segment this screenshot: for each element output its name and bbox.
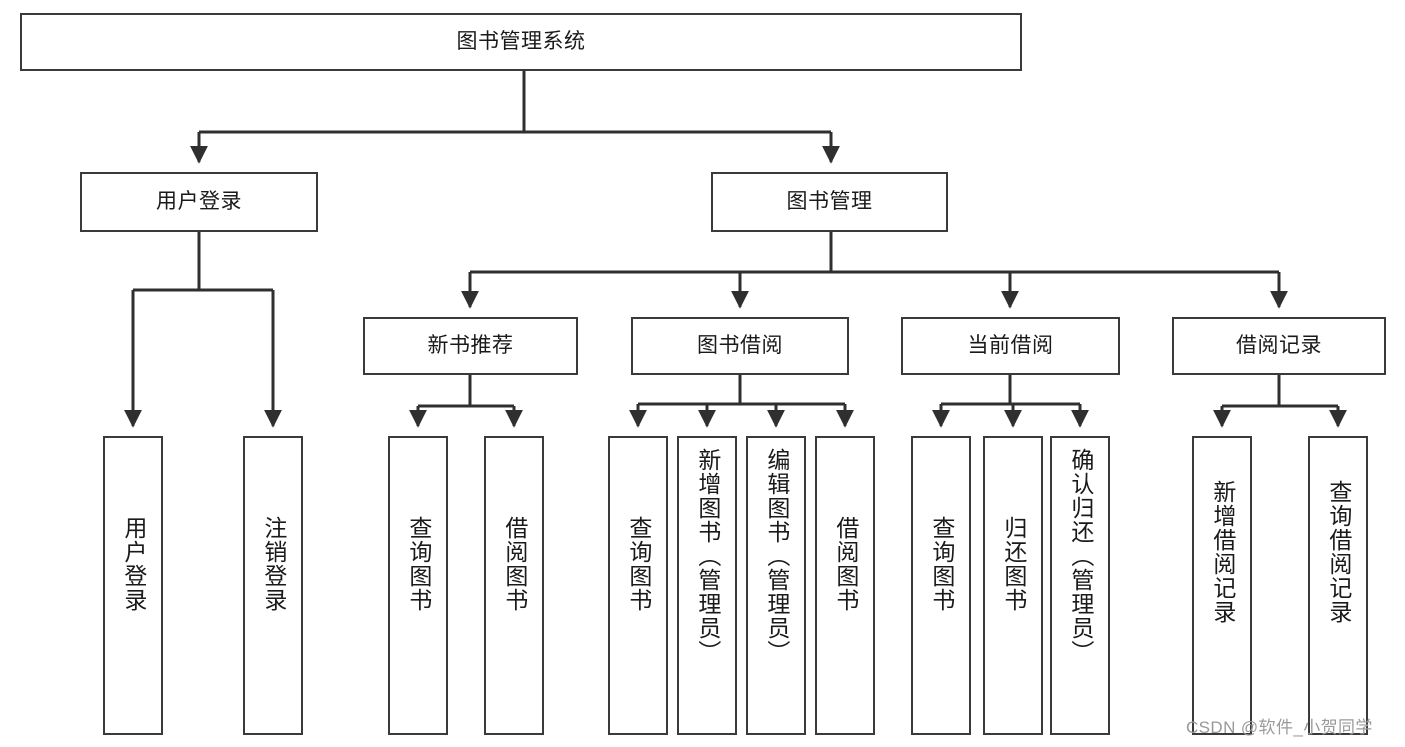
node-leaf-query-book-recommend[interactable]: 查询图书 (388, 436, 448, 735)
node-borrow-record[interactable]: 借阅记录 (1172, 317, 1386, 375)
node-label: 查询图书 (405, 516, 432, 612)
node-user-login[interactable]: 用户登录 (80, 172, 318, 232)
node-label: 查询图书 (928, 516, 955, 612)
node-leaf-borrow-book-recommend[interactable]: 借阅图书 (484, 436, 544, 735)
node-leaf-logout[interactable]: 注销登录 (243, 436, 303, 735)
node-label: 借阅图书 (501, 516, 528, 612)
node-label: 图书管理系统 (456, 29, 586, 53)
node-leaf-query-book-borrow[interactable]: 查询图书 (608, 436, 668, 735)
node-label: 借阅图书 (832, 516, 859, 612)
node-label: 图书管理 (786, 189, 873, 213)
node-label: 归还图书 (1000, 516, 1027, 612)
node-book-management[interactable]: 图书管理 (711, 172, 948, 232)
node-label: 新书推荐 (427, 333, 514, 357)
node-leaf-query-borrow-record[interactable]: 查询借阅记录 (1308, 436, 1368, 735)
watermark-text: CSDN @软件_小贺同学 (1186, 718, 1373, 737)
node-label: 用户登录 (156, 189, 242, 213)
node-label: 借阅记录 (1236, 333, 1322, 357)
node-leaf-return-book[interactable]: 归还图书 (983, 436, 1043, 735)
node-leaf-add-book-admin[interactable]: 新增图书（管理员） (677, 436, 737, 735)
node-leaf-borrow-book[interactable]: 借阅图书 (815, 436, 875, 735)
node-label: 查询借阅记录 (1325, 480, 1352, 624)
node-label: 注销登录 (260, 516, 287, 612)
node-leaf-confirm-return-admin[interactable]: 确认归还（管理员） (1050, 436, 1110, 735)
node-label: 用户登录 (120, 516, 147, 612)
node-label: 新增图书（管理员） (694, 448, 721, 664)
node-current-borrow[interactable]: 当前借阅 (901, 317, 1120, 375)
node-leaf-query-book-current[interactable]: 查询图书 (911, 436, 971, 735)
node-new-book-recommend[interactable]: 新书推荐 (363, 317, 578, 375)
node-leaf-edit-book-admin[interactable]: 编辑图书（管理员） (746, 436, 806, 735)
node-book-management-system[interactable]: 图书管理系统 (20, 13, 1022, 71)
node-label: 当前借阅 (967, 333, 1054, 357)
node-label: 编辑图书（管理员） (763, 448, 790, 664)
node-leaf-user-login[interactable]: 用户登录 (103, 436, 163, 735)
node-label: 新增借阅记录 (1209, 480, 1236, 624)
node-label: 确认归还（管理员） (1067, 448, 1094, 664)
node-leaf-add-borrow-record[interactable]: 新增借阅记录 (1192, 436, 1252, 735)
node-label: 图书借阅 (697, 333, 783, 357)
node-book-borrow[interactable]: 图书借阅 (631, 317, 849, 375)
node-label: 查询图书 (625, 516, 652, 612)
